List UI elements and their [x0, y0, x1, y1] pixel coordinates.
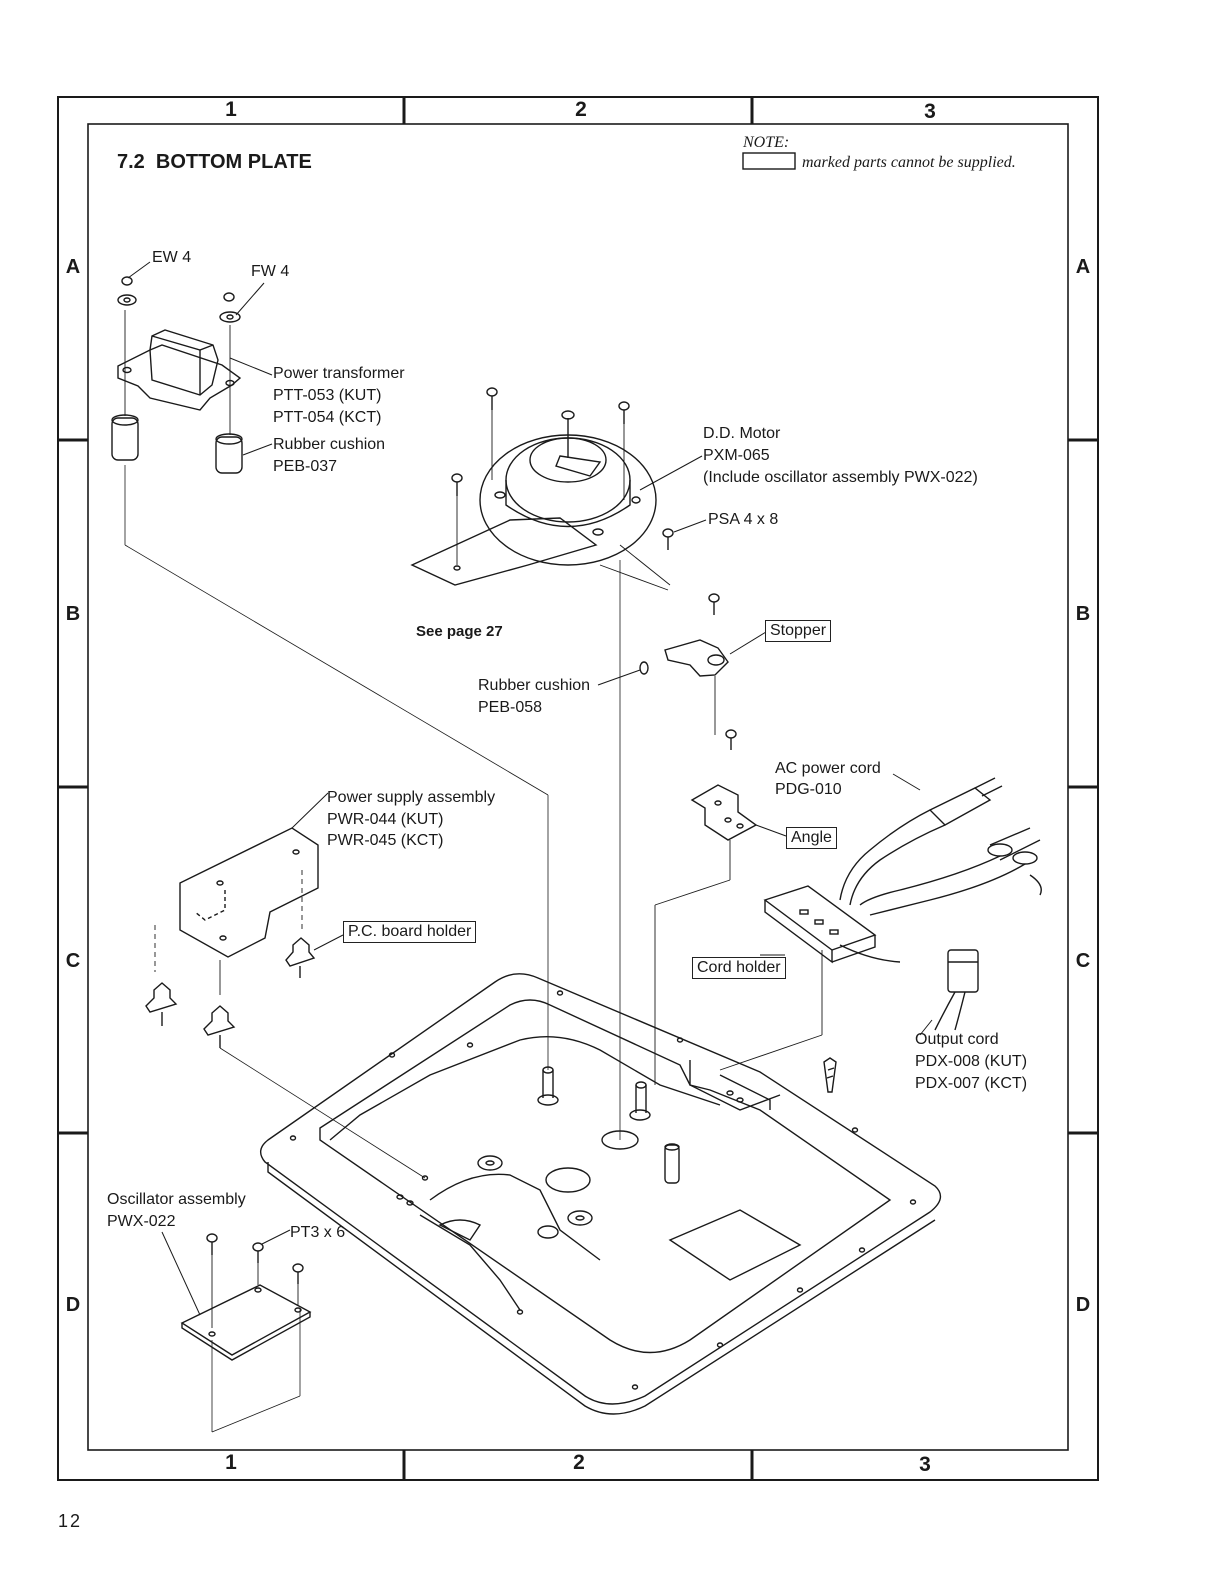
- inner-frame: [87, 123, 1069, 1451]
- oscillator-board-drawing: [180, 1233, 312, 1361]
- label-rubber-cushion-2: Rubber cushion: [478, 677, 591, 694]
- section-title: 7.2 BOTTOM PLATE: [117, 151, 312, 173]
- label-cord-holder: Cord holder: [692, 957, 786, 979]
- zone-column-1-top: 1: [225, 98, 237, 121]
- label-ptt054: PTT-054 (KCT): [273, 409, 382, 426]
- zone-column-3-top: 3: [924, 100, 936, 123]
- zone-column-3-bottom: 3: [919, 1453, 931, 1476]
- label-pdg010: PDG-010: [775, 781, 842, 798]
- dd-motor-drawing: [410, 387, 674, 586]
- label-stopper: Stopper: [765, 620, 832, 642]
- note-box-symbol: [742, 152, 796, 170]
- label-pwr044: PWR-044 (KUT): [327, 811, 444, 828]
- label-see-page: See page 27: [416, 623, 503, 640]
- note-text: marked parts cannot be supplied.: [802, 154, 1016, 171]
- zone-column-2-bottom: 2: [573, 1451, 585, 1474]
- label-power-transformer: Power transformer: [273, 365, 405, 382]
- label-pdx007: PDX-007 (KCT): [915, 1075, 1028, 1092]
- output-cord-drawing: [934, 949, 979, 1031]
- label-ptt053: PTT-053 (KUT): [273, 387, 382, 404]
- zone-row-d-right: D: [1075, 1294, 1091, 1316]
- zone-row-a-left: A: [65, 256, 81, 278]
- zone-row-d-left: D: [65, 1294, 81, 1316]
- label-pt3: PT3 x 6: [290, 1224, 346, 1241]
- power-transformer-drawing: [111, 276, 243, 474]
- label-pwx022: PWX-022: [107, 1213, 176, 1230]
- label-pdx008: PDX-008 (KUT): [915, 1053, 1028, 1070]
- note-heading: NOTE:: [743, 134, 790, 151]
- label-angle: Angle: [786, 827, 837, 849]
- zone-row-a-right: A: [1075, 256, 1091, 278]
- label-pc-board-holder: P.C. board holder: [343, 921, 477, 943]
- cord-holder-drawing: [763, 885, 901, 964]
- label-psa: PSA 4 x 8: [708, 511, 779, 528]
- label-peb058: PEB-058: [478, 699, 543, 716]
- page-number: 12: [58, 1511, 83, 1531]
- label-fw4: FW 4: [251, 263, 290, 280]
- label-rubber-cushion-1: Rubber cushion: [273, 436, 386, 453]
- angle-bracket-drawing: [690, 729, 758, 841]
- label-ac-power-cord: AC power cord: [775, 760, 881, 777]
- zone-column-1-bottom: 1: [225, 1451, 237, 1474]
- power-supply-board-drawing: [154, 827, 319, 995]
- zone-row-b-right: B: [1075, 603, 1091, 625]
- ac-power-cord-drawing: [839, 777, 1042, 916]
- label-power-supply: Power supply assembly: [327, 789, 496, 806]
- label-pwr045: PWR-045 (KCT): [327, 832, 444, 849]
- stopper-drawing: [639, 593, 729, 677]
- zone-row-c-left: C: [65, 950, 81, 972]
- label-pxm065: PXM-065: [703, 447, 770, 464]
- zone-column-2-top: 2: [575, 98, 587, 121]
- label-dd-motor: D.D. Motor: [703, 425, 781, 442]
- label-peb037: PEB-037: [273, 458, 338, 475]
- label-output-cord: Output cord: [915, 1031, 999, 1048]
- pc-board-holder-drawing: [145, 937, 316, 1048]
- outer-frame: [57, 96, 1099, 1481]
- label-ew4: EW 4: [152, 249, 192, 266]
- label-oscillator: Oscillator assembly: [107, 1191, 246, 1208]
- zone-row-c-right: C: [1075, 950, 1091, 972]
- zone-row-b-left: B: [65, 603, 81, 625]
- label-include-oscillator: (Include oscillator assembly PWX-022): [703, 469, 978, 486]
- bottom-plate-drawing: [260, 973, 942, 1415]
